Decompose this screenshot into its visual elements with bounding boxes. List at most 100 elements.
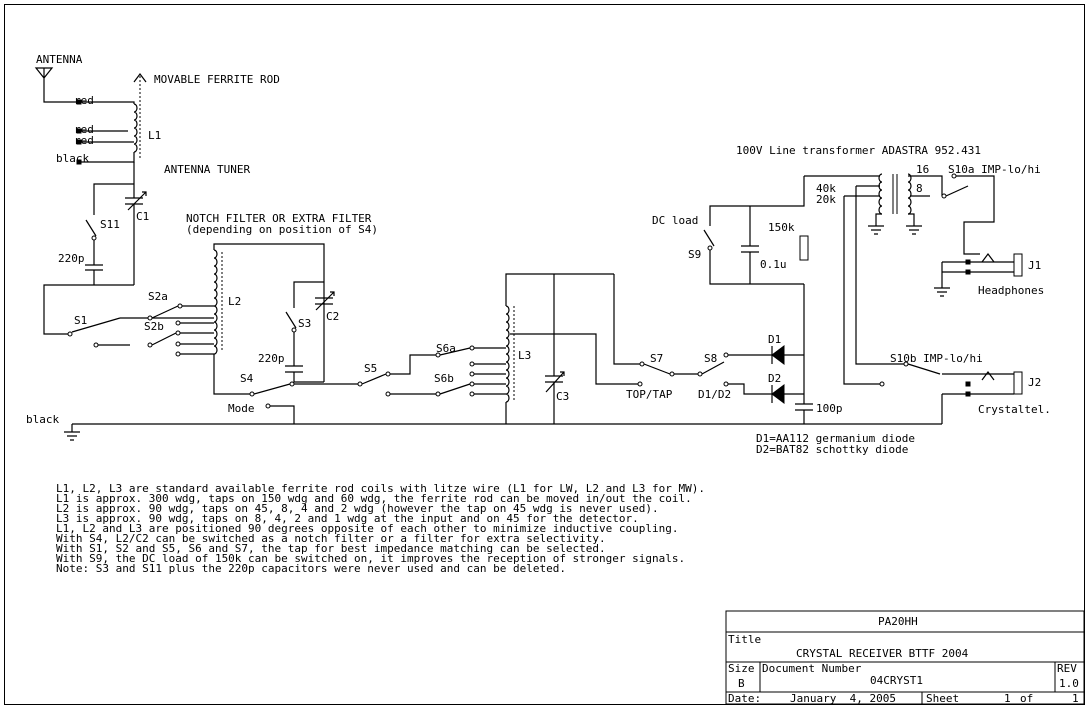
label-d1note: D1=AA112 germanium diode [756, 432, 915, 445]
transformer-primary [878, 173, 883, 215]
label-S11: S11 [100, 218, 120, 231]
tb-date-label: Date: [728, 692, 761, 705]
jack-J2-contact [981, 371, 995, 381]
label-notch2: (depending on position of S4) [186, 223, 378, 236]
jack-J1-contact [981, 253, 995, 263]
note-line: L1 is approx. 300 wdg, taps on 150 wdg a… [56, 492, 692, 505]
label-d2note: D2=BAT82 schottky diode [756, 443, 908, 456]
label-S2b: S2b [144, 320, 164, 333]
resistor-150k [799, 235, 809, 261]
label-40k: 40k [816, 182, 836, 195]
label-8: 8 [916, 182, 923, 195]
switch-S4 [253, 383, 291, 395]
label-dcload: DC load [652, 214, 698, 227]
label-L1: L1 [148, 129, 161, 142]
note-line: Note: S3 and S11 plus the 220p capacitor… [56, 562, 566, 575]
tb-company: PA20HH [878, 615, 918, 628]
label-20k: 20k [816, 193, 836, 206]
label-S2a: S2a [148, 290, 168, 303]
label-S10b: S10b IMP-lo/hi [890, 352, 983, 365]
label-S4: S4 [240, 372, 254, 385]
label-transformer: 100V Line transformer ADASTRA 952.431 [736, 144, 981, 157]
note-line: With S4, L2/C2 can be switched as a notc… [56, 532, 606, 545]
switch-S5 [361, 373, 387, 385]
jack-J2 [1013, 371, 1023, 395]
label-L3: L3 [518, 349, 531, 362]
label-black1: black [56, 152, 89, 165]
coil-L3 [505, 305, 510, 403]
label-antenna: ANTENNA [36, 53, 83, 66]
switch-S10a [945, 185, 969, 197]
switch-S6a [439, 347, 471, 356]
label-S6b: S6b [434, 372, 454, 385]
label-black2: black [26, 413, 59, 426]
label-16: 16 [916, 163, 929, 176]
label-100p: 100p [816, 402, 843, 415]
switch-S2a [151, 305, 179, 319]
label-S6a: S6a [436, 342, 456, 355]
tb-docnum: 04CRYST1 [870, 674, 923, 687]
antenna-symbol [34, 67, 76, 103]
tb-docnum-label: Document Number [762, 662, 862, 675]
sheet-border [4, 4, 1085, 705]
label-red3: red [74, 134, 94, 147]
ferrite-arrow [133, 73, 147, 83]
label-D1: D1 [768, 333, 781, 346]
note-line: L3 is approx. 90 wdg, taps on 8, 4, 2 an… [56, 512, 639, 525]
switch-S9 [703, 229, 715, 247]
switch-S10b [907, 363, 941, 375]
title-block: PA20HH Title CRYSTAL RECEIVER BTTF 2004 … [725, 610, 1085, 705]
label-S8: S8 [704, 352, 717, 365]
switch-S2b [151, 332, 177, 346]
tb-of: 1 [1072, 692, 1079, 705]
label-notch1: NOTCH FILTER OR EXTRA FILTER [186, 212, 372, 225]
label-S3: S3 [298, 317, 311, 330]
label-crystaltel: Crystaltel. [978, 403, 1051, 416]
label-150k: 150k [768, 221, 795, 234]
label-d1d2: D1/D2 [698, 388, 731, 401]
tb-rev: 1.0 [1059, 677, 1079, 690]
label-ferrite: MOVABLE FERRITE ROD [154, 73, 280, 86]
label-C2: C2 [326, 310, 339, 323]
tb-rev-label: REV [1057, 662, 1077, 675]
label-tuner: ANTENNA TUNER [164, 163, 250, 176]
note-line: L2 is approx. 90 wdg, taps on 45, 8, 4 a… [56, 502, 659, 515]
label-S9: S9 [688, 248, 701, 261]
tb-of-label: of [1020, 692, 1033, 705]
switch-S8 [701, 361, 725, 375]
tb-title-label: Title [728, 633, 761, 646]
note-line: L1, L2 and L3 are positioned 90 degrees … [56, 522, 679, 535]
tb-sheet: 1 [1004, 692, 1011, 705]
diode-D2 [771, 384, 785, 404]
c3-variable [545, 371, 565, 393]
diode-D1 [771, 345, 785, 365]
switch-S11 [85, 219, 97, 237]
notes-block: L1, L2, L3 are standard available ferrit… [56, 482, 705, 575]
ground-symbol [64, 424, 80, 441]
label-headphones: Headphones [978, 284, 1044, 297]
label-mode: Mode [228, 402, 255, 415]
tb-sheet-label: Sheet [926, 692, 959, 705]
switch-S7 [643, 363, 671, 375]
coil-L1 [133, 103, 138, 153]
note-line: L1, L2, L3 are standard available ferrit… [56, 482, 705, 495]
jack-J1 [1013, 253, 1023, 277]
switch-S3 [285, 311, 297, 329]
c1-variable [127, 191, 147, 211]
label-220p-a: 220p [58, 252, 85, 265]
note-line: With S1, S2 and S5, S6 and S7, the tap f… [56, 542, 606, 555]
note-line: With S9, the DC load of 150k can be swit… [56, 552, 685, 565]
label-red2: red [74, 123, 94, 136]
switch-S1 [71, 317, 121, 333]
tb-size-label: Size [728, 662, 755, 675]
label-J2: J2 [1028, 376, 1041, 389]
label-S5: S5 [364, 362, 377, 375]
transformer-secondary [907, 173, 912, 215]
coil-L2 [213, 249, 218, 355]
label-toptap: TOP/TAP [626, 388, 673, 401]
label-0.1u: 0.1u [760, 258, 787, 271]
label-S7: S7 [650, 352, 663, 365]
label-S1: S1 [74, 314, 87, 327]
c2-variable [315, 291, 335, 311]
